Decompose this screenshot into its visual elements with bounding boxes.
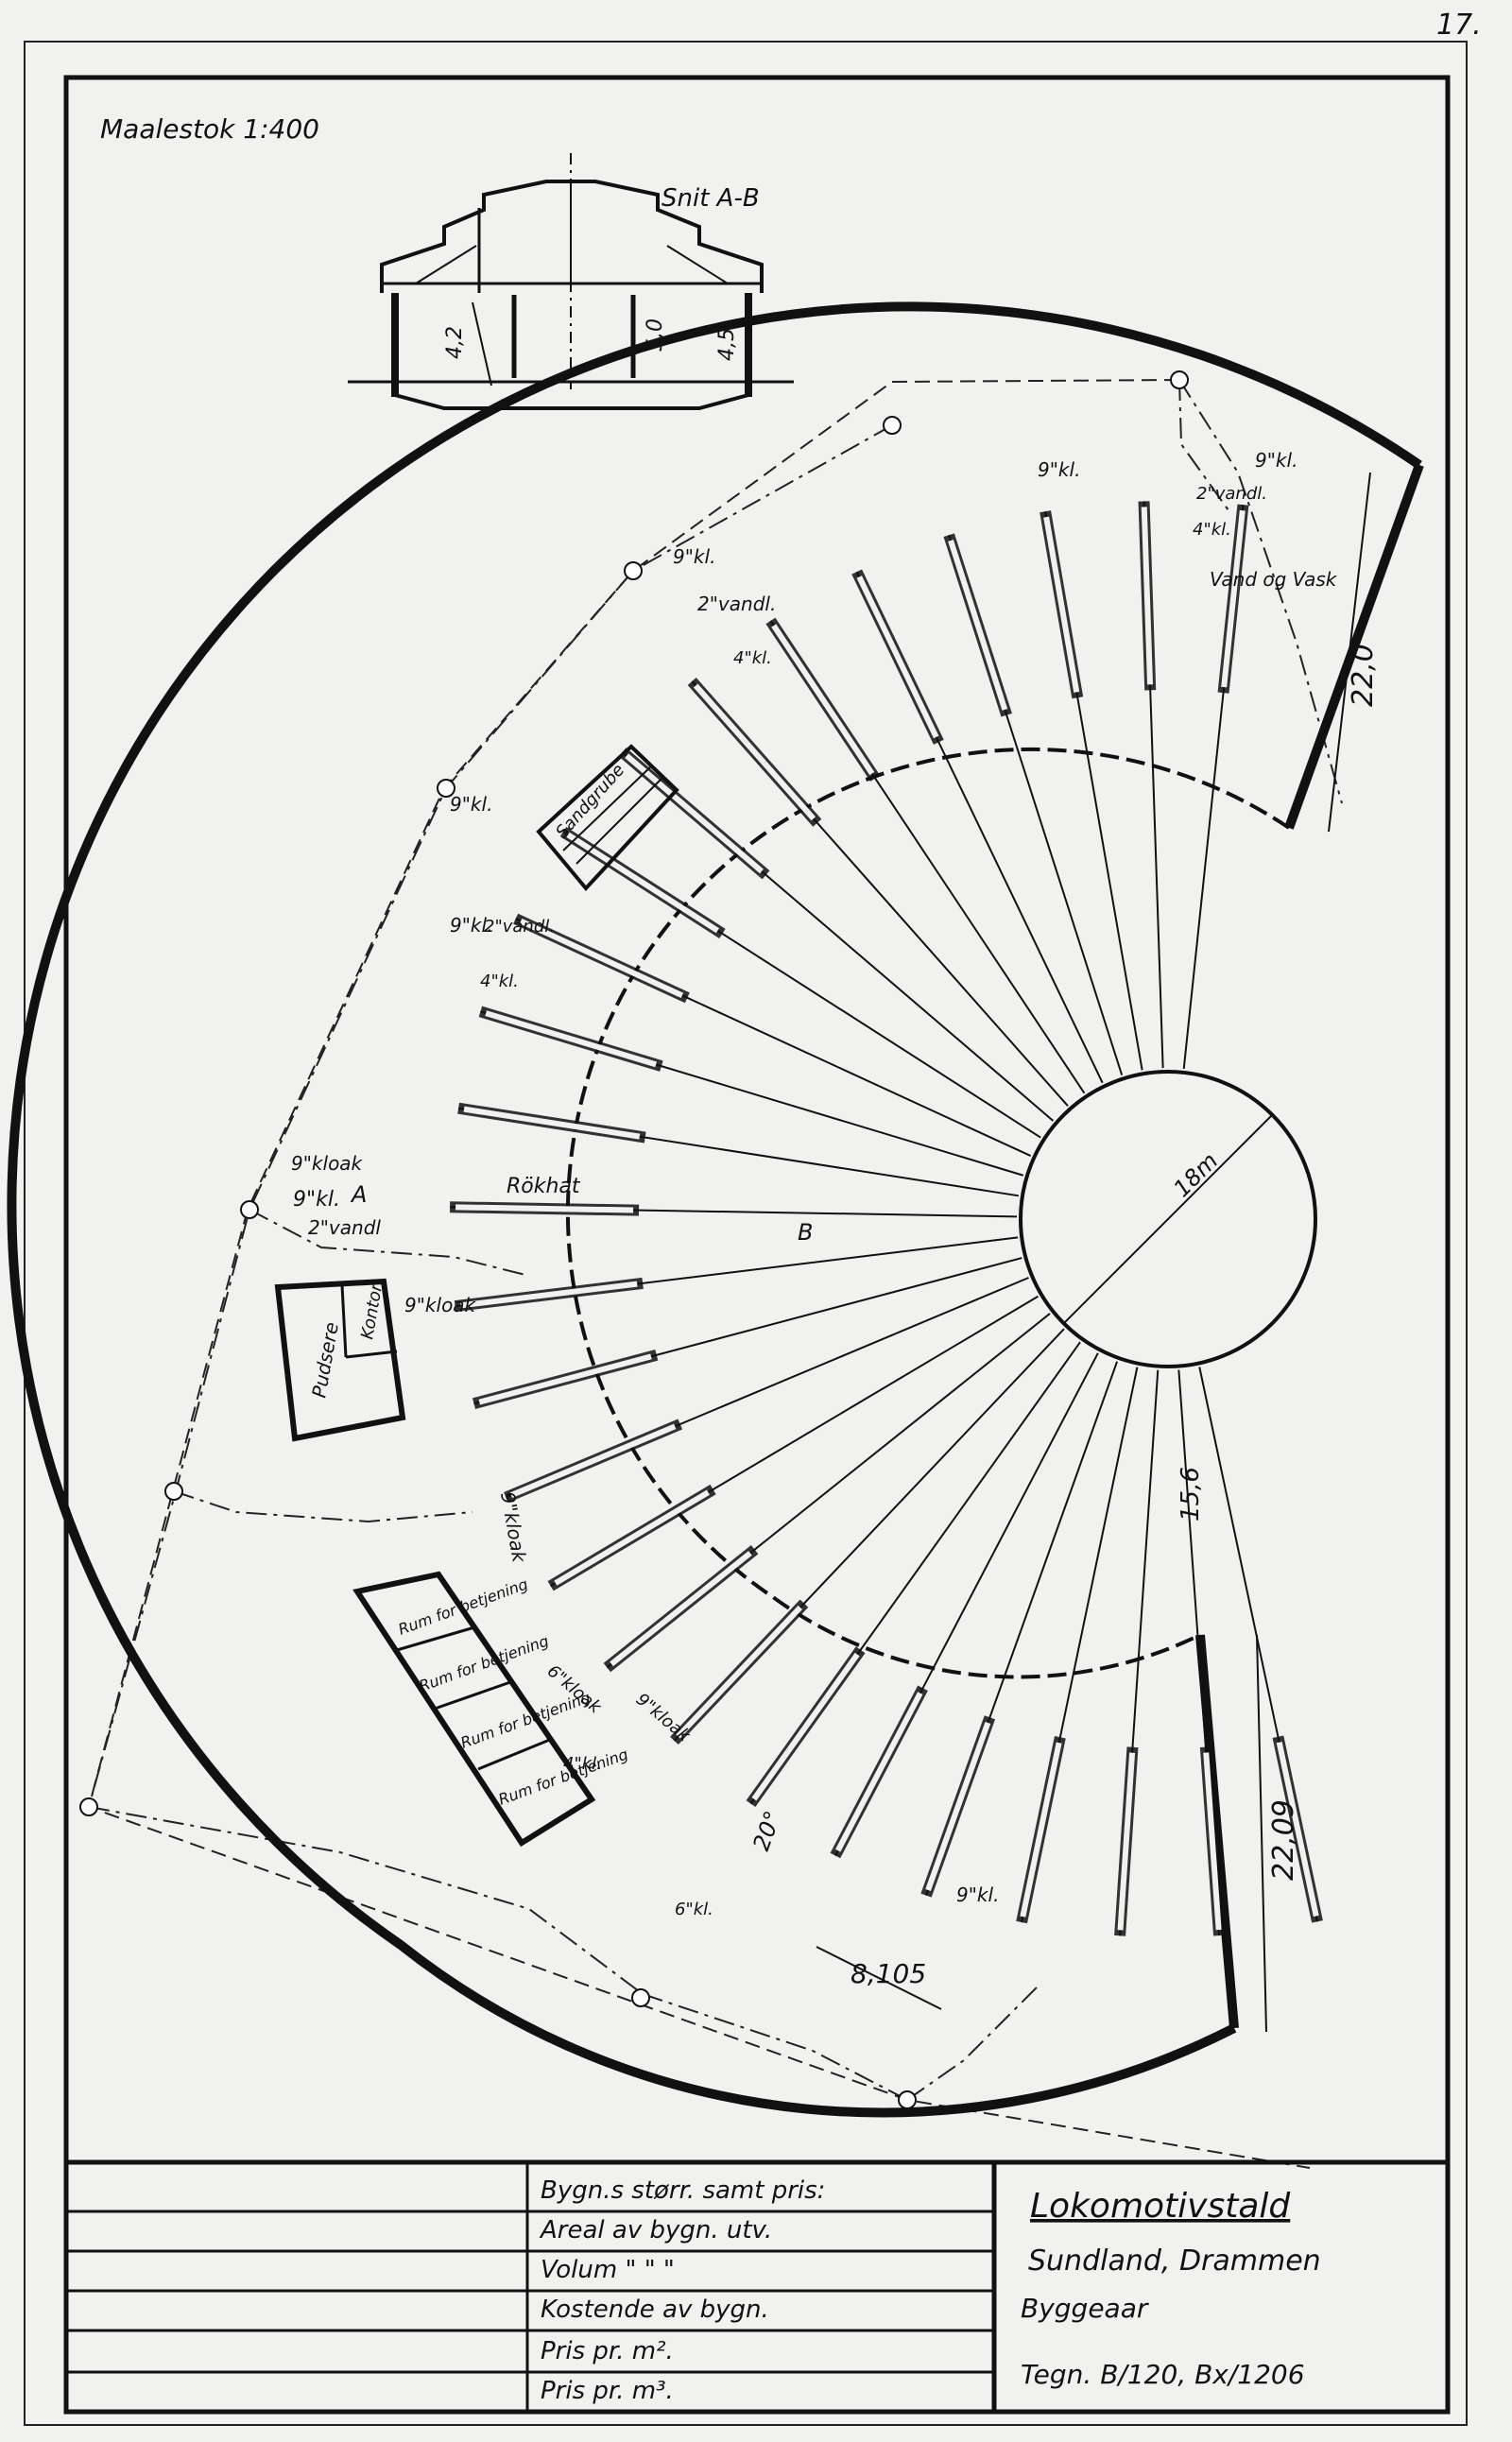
label-section-b: B [798,1219,813,1246]
stall-tracks [450,501,1323,1936]
site-boundary [87,379,1311,2169]
inspection-pit-inner [509,1423,677,1498]
inspection-pit-inner [835,1692,923,1852]
year-label: Byggeaar [1021,2293,1149,2324]
inspection-pit-inner [693,683,816,821]
scale-label: Maalestok 1:400 [100,113,319,145]
inspection-pit-inner [1117,1752,1136,1931]
dim-depth-lower: 22,09 [1267,1799,1300,1881]
label-pipe-2vandl-4: 2"vandl [308,1216,381,1239]
label-pipe-9kl-3: 9"kl. [1255,449,1297,472]
label-rokhat: Rökhat [507,1175,581,1198]
sand-pit [536,744,679,892]
label-pipe-2vandl-3: 2"vandl. [1196,484,1267,504]
label-kl-6: 6"kl. [675,1900,713,1919]
inspection-pit-inner [478,1353,652,1405]
room-sandgrube: Sandgrube [552,760,628,842]
title-block-header: Bygn.s størr. samt pris: [541,2176,825,2205]
section-title: Snit A-B [662,184,760,213]
room-kontor: Kontor [357,1281,387,1340]
inspection-pit-inner [485,1010,658,1068]
dim-angle: 20° [747,1807,786,1854]
inspection-pit-inner [856,576,939,739]
title-block-row-1: Areal av bygn. utv. [539,2216,772,2244]
title-block-row-4: Pris pr. m². [541,2337,674,2365]
inspection-pit-inner [1203,1752,1222,1931]
label-kloak-5: 9"kloak [632,1690,696,1747]
title-block-row-5: Pris pr. m³. [541,2377,674,2405]
outer-wall [7,301,1422,2118]
label-pipe-2vandl-2: 2"vandl. [484,917,555,937]
label-pipe-9kl-4: 9"kl. [450,793,492,816]
section-dim-left: 4,2 [443,326,467,359]
label-kloak-1: 9"kloak [291,1152,364,1175]
inspection-pit-inner [610,1551,752,1667]
outer-border [24,41,1468,2426]
label-pipe-9kl-7: 9"kl. [956,1883,999,1906]
inspection-pit-inner [463,1106,641,1140]
dim-radius: 15,6 [1177,1467,1205,1522]
dim-depth-upper: 22,0 [1347,644,1380,707]
end-wall-upper [1284,463,1424,830]
label-vand: Vand og Vask [1210,568,1338,591]
label-pipe-9kl-6: 9"kl. [293,1188,340,1212]
location: Sundland, Drammen [1028,2244,1321,2278]
inspection-pit-inner [771,624,875,776]
inspection-pit-inner [625,753,764,874]
annex-office [274,1278,406,1442]
label-pipe-4kl-2: 4"kl. [480,972,519,991]
title-block-row-3: Kostende av bygn. [541,2296,769,2324]
drawing-ref: Tegn. B/120, Bx/1206 [1021,2359,1305,2390]
drain-network [88,379,1343,2101]
label-kloak-3: 9"kloak [496,1490,531,1566]
label-pipe-4kl-4: 4"kl. [563,1754,602,1774]
inspection-pit-inner [460,1281,638,1309]
room-staff-1: Rum for betjening [396,1574,530,1638]
inspection-pit-inner [566,832,720,934]
inspection-pit-inner [1043,516,1080,693]
inspection-pit-inner [519,918,684,999]
label-pipe-9kl-2: 9"kl. [1038,458,1080,481]
page-number: 17. [1436,9,1482,42]
label-pipe-4kl-3: 4"kl. [1193,520,1231,540]
inspection-pit-inner [948,540,1008,711]
inspection-pit-inner [1276,1742,1319,1917]
inspection-pit-inner [1141,507,1154,685]
dim-bay: 8,105 [850,1958,926,1989]
label-pipe-9kl-5: 9"kl. [450,914,492,937]
inspection-pit-inner [925,1721,991,1891]
building-name: Lokomotivstald [1030,2187,1291,2226]
dim-line-bay [816,1946,942,2010]
annex-staff [352,1571,596,1848]
label-kloak-2: 9"kloak [404,1294,477,1316]
title-block-row-2: Volum " " " [541,2256,675,2284]
inspection-pit-inner [1221,509,1246,688]
title-block [63,2159,1451,2415]
room-pudsere: Pudsere [307,1320,343,1400]
manholes [79,370,1189,2109]
inspection-pit-inner [554,1489,710,1586]
inspection-pit-inner [455,1204,634,1213]
section-dim-right: 4,5 [715,328,739,361]
label-pipe-4kl-1: 4"kl. [733,648,772,668]
inner-wall [565,747,1291,1679]
dim-line-upper [1328,472,1371,833]
section-a-b [348,153,794,410]
dim-line-lower [1256,1634,1267,2033]
inspection-pit-inner [676,1605,802,1739]
inspection-pit-inner [751,1652,860,1801]
label-section-a: A [350,1181,367,1208]
inspection-pit-inner [1020,1742,1062,1917]
label-pipe-9kl-1: 9"kl. [673,545,715,568]
turntable-diameter-line [1063,1114,1273,1324]
label-pipe-2vandl-1: 2"vandl. [697,593,776,615]
